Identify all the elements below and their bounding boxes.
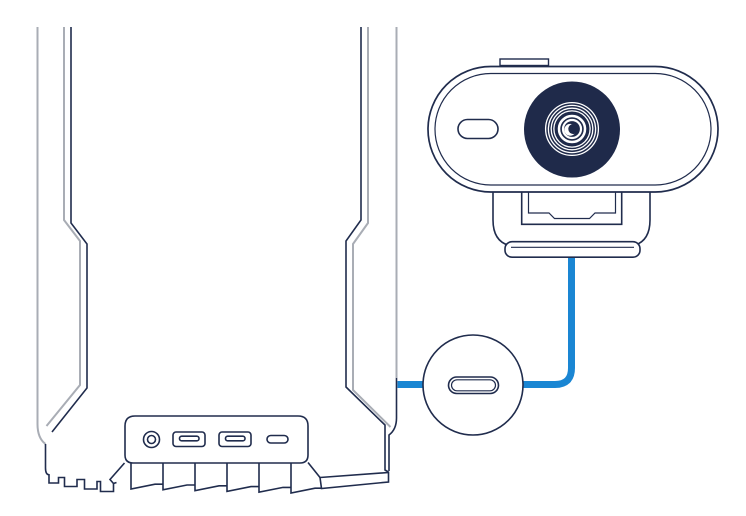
tower-left-edge-line [36,27,47,445]
webcam-mount-clip [520,184,623,226]
webcam [427,58,719,258]
lens-pupil [568,123,579,135]
fin [130,463,163,490]
webcam-top-tab [499,58,550,67]
usb-a-port-2 [218,431,252,448]
tower-bottom-left-feet [44,444,117,493]
webcam-clip-outer [520,184,623,226]
lens-ring-thick [557,114,587,144]
front-ports-panel [124,415,309,464]
usb-c-plug-inner [450,379,497,392]
webcam-body-inner-line [434,72,712,186]
tower-bottom-left-chamfer [108,462,126,485]
tower-right-accent-line-inner [345,27,389,473]
fin [162,463,195,491]
webcam-base-bar [504,240,641,258]
webcam-base [504,240,641,258]
tower-right-edge-lower [388,378,398,471]
tower-bottom-right-chamfer [307,462,321,478]
webcam-lens [524,81,620,178]
fin [290,463,322,494]
lens-ring [544,101,600,157]
fin [226,463,259,493]
usb-c-plug-outer [447,376,500,395]
tower-left-accent-line-outer [45,27,81,427]
usb-a-2-tongue [224,435,246,442]
usb-a-2-housing [218,431,252,448]
lens-ring [550,107,594,151]
usb-c-port [266,434,289,444]
audio-jack-outer-ring [142,430,161,449]
fin [194,463,227,492]
callout-circle [422,334,524,436]
webcam-clip-inner [527,186,617,220]
usb-cable [397,252,575,388]
audio-jack-port [142,430,161,449]
ports-panel-outline [124,415,309,464]
usb-a-port-1 [172,431,206,448]
tower-right-accent-line-outer [352,27,392,428]
tower-bottom-fins [130,463,322,494]
webcam-microphone [457,118,499,140]
lens-ring [547,104,597,154]
usb-a-1-tongue [178,435,200,442]
lens-ring [553,110,591,148]
tower-left-accent-line-inner [51,27,88,433]
audio-jack-inner-ring [146,434,157,445]
usb-c-connector-callout [422,334,524,436]
tower-bottom-right-foot [319,471,390,490]
pc-tower [36,27,398,494]
usb-a-1-housing [172,431,206,448]
fin [258,463,291,494]
lens-ring-inner [561,118,583,140]
